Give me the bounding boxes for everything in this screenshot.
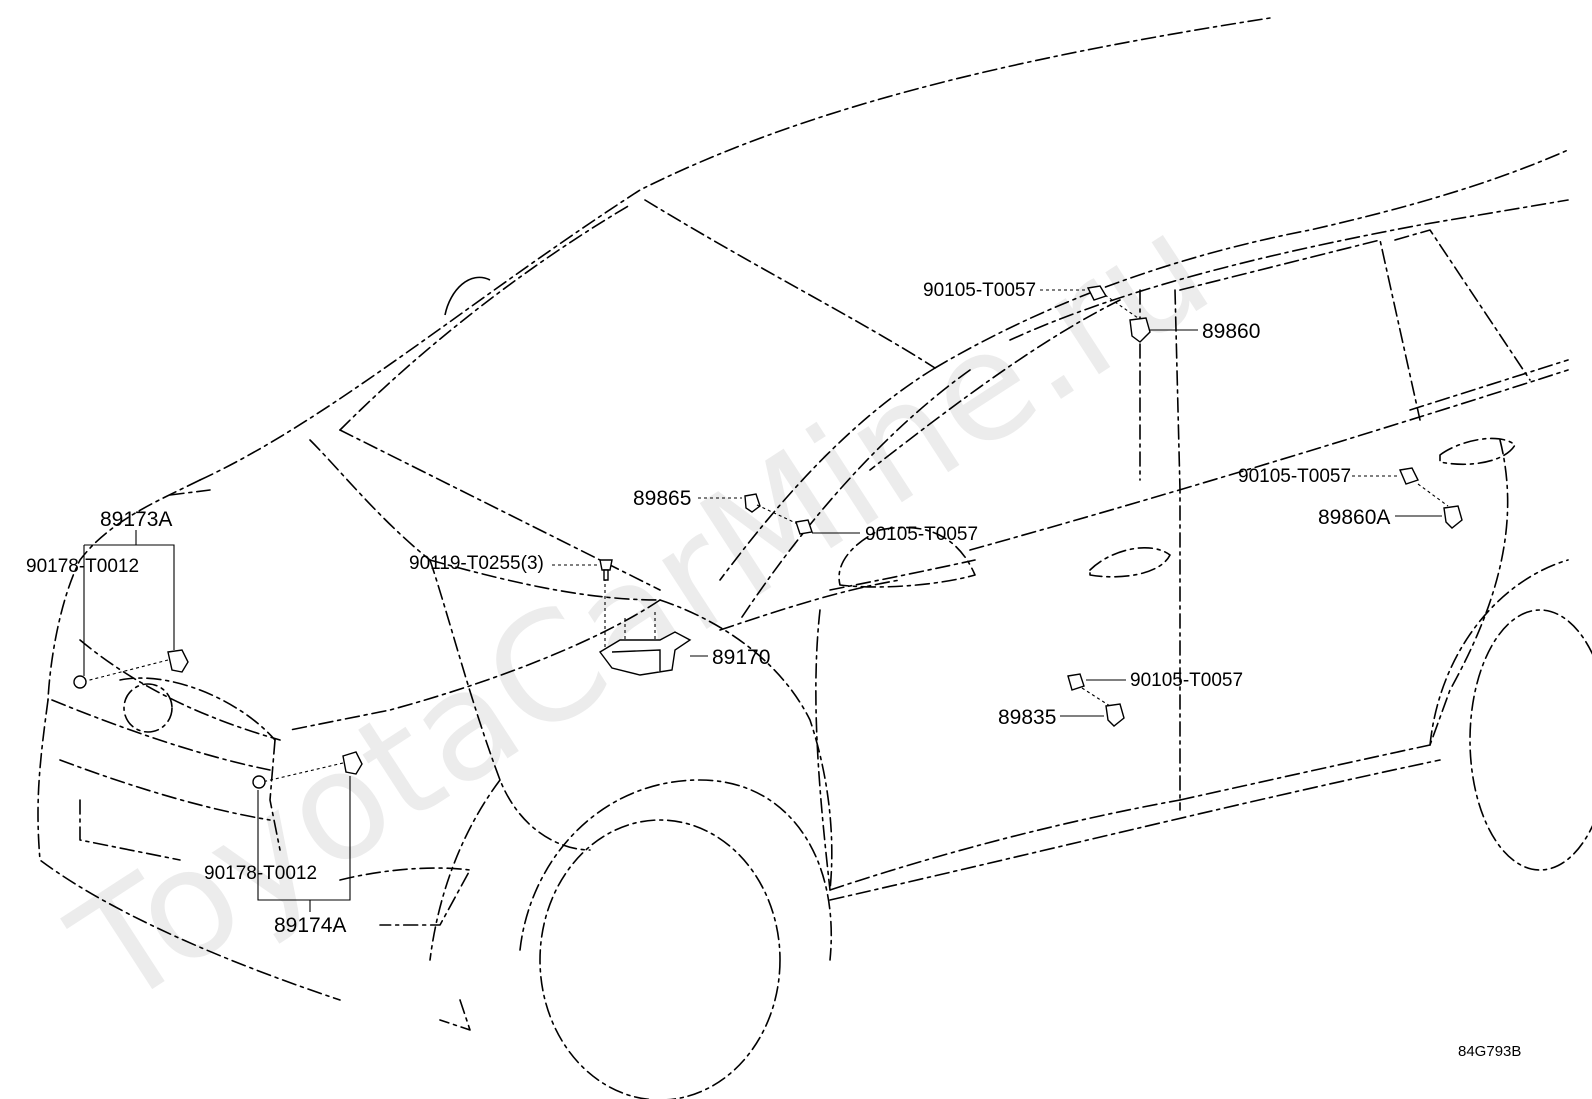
label-90105-T0057-top: 90105-T0057 <box>923 280 1036 301</box>
airbag-control-module-89170 <box>598 559 692 676</box>
sensor-89835-front-door <box>1067 673 1125 727</box>
label-89173A: 89173A <box>100 508 172 531</box>
label-89860A: 89860A <box>1318 506 1390 529</box>
label-90105-T0057-low: 90105-T0057 <box>1130 670 1243 691</box>
sensor-89860-b-pillar <box>1086 285 1151 343</box>
label-89860: 89860 <box>1202 320 1260 343</box>
sensor-89173A-front-left <box>73 649 189 689</box>
label-90105-T0057-right: 90105-T0057 <box>1238 466 1351 487</box>
label-89835: 89835 <box>998 706 1056 729</box>
label-90119-T0255: 90119-T0255(3) <box>409 553 544 574</box>
sensor-89174A-front-right <box>252 751 363 789</box>
sensor-89860A-rear-door <box>1399 467 1463 529</box>
label-90178-T0012-top: 90178-T0012 <box>26 556 139 577</box>
car-body-outline <box>37 17 1592 1099</box>
sensor-89865-a-pillar <box>744 493 813 535</box>
label-89170: 89170 <box>712 646 770 669</box>
label-90105-T0057-mid: 90105-T0057 <box>865 524 978 545</box>
watermark: ToyotaCarMine.ru <box>44 181 1239 1041</box>
label-89174A: 89174A <box>274 914 346 937</box>
diagram-code: 84G793B <box>1458 1043 1521 1060</box>
label-90178-T0012-bottom: 90178-T0012 <box>204 863 317 884</box>
leader-lines <box>83 289 1442 912</box>
label-89865: 89865 <box>633 487 691 510</box>
